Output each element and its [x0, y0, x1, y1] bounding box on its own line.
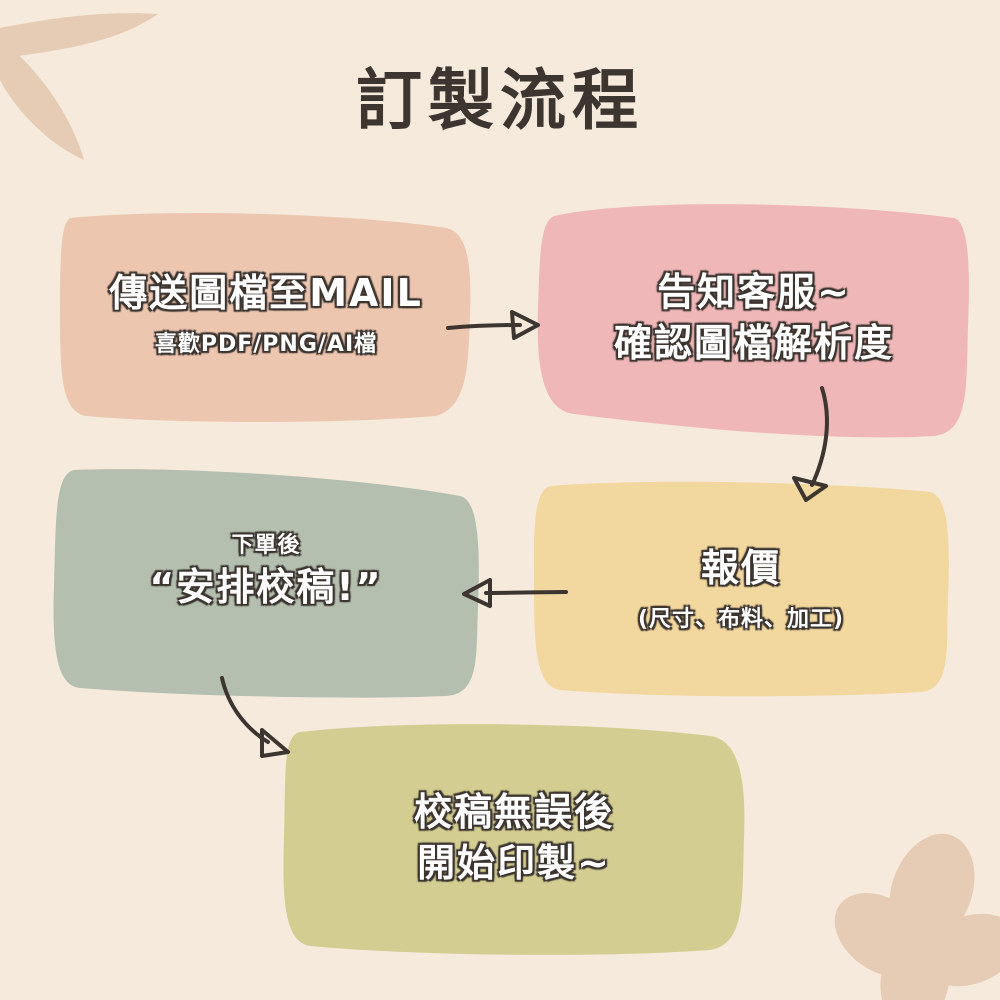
step-2-line-1: 告知客服~ — [657, 269, 851, 314]
step-5-card: 校稿無誤後 開始印製~ — [280, 718, 748, 958]
step-1-note: 喜歡PDF/PNG/AI檔 — [154, 331, 378, 357]
step-1-card: 傳送圖檔至MAIL 喜歡PDF/PNG/AI檔 — [56, 206, 476, 426]
step-4-background — [53, 469, 479, 698]
page-title: 訂製流程 — [356, 62, 644, 139]
step-3-title: 報價 — [700, 546, 781, 591]
step-3-background — [533, 481, 949, 697]
step-2-card: 告知客服~ 確認圖檔解析度 — [534, 196, 974, 440]
step-1-title: 傳送圖檔至MAIL — [109, 271, 423, 316]
step-2-background — [537, 204, 969, 438]
step-2-line-2: 確認圖檔解析度 — [613, 321, 894, 365]
step-5-background — [283, 724, 745, 955]
step-3-card: 報價 (尺寸、布料、加工) — [530, 478, 952, 698]
step-1-background — [60, 213, 471, 422]
leaf-decoration-icon — [0, 13, 158, 160]
step-3-note: (尺寸、布料、加工) — [637, 606, 845, 632]
step-4-title: “安排校稿!” — [149, 564, 383, 609]
step-4-pre: 下單後 — [231, 532, 301, 558]
step-5-line-2: 開始印製~ — [417, 841, 611, 885]
step-4-card: 下單後 “安排校稿!” — [50, 466, 482, 698]
step-5-line-1: 校稿無誤後 — [413, 789, 614, 834]
flower-decoration-icon — [834, 833, 1000, 1000]
